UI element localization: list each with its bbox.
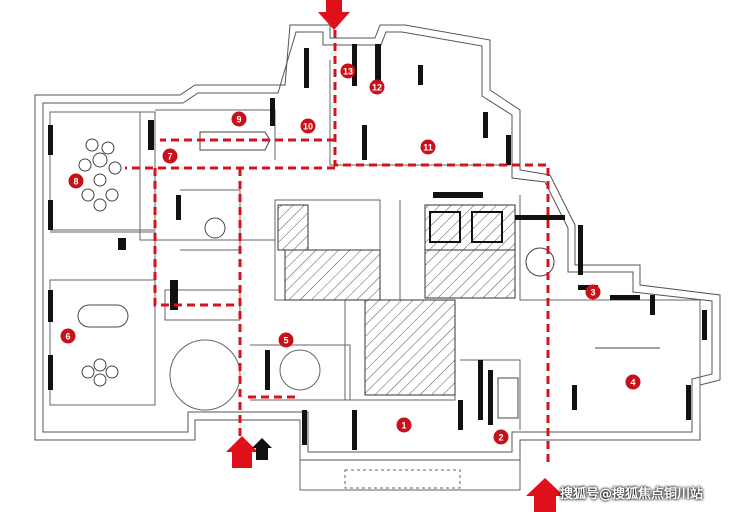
entry-arrows	[226, 0, 564, 512]
svg-text:3: 3	[590, 288, 595, 298]
marker-6: 6	[60, 328, 76, 344]
wall-segments	[48, 44, 707, 450]
marker-5: 5	[278, 332, 294, 348]
markers: 1 2 3 4 5 6 7 8 9 10 11 12 13	[60, 63, 641, 445]
marker-11: 11	[420, 139, 436, 155]
entry-arrow-icon	[226, 436, 258, 468]
marker-9: 9	[231, 111, 247, 127]
svg-text:7: 7	[167, 152, 172, 162]
svg-text:9: 9	[236, 115, 241, 125]
marker-1: 1	[396, 417, 412, 433]
entry-arrow-icon	[526, 478, 564, 512]
watermark: 搜狐号@搜狐焦点铜川站	[560, 487, 704, 502]
marker-12: 12	[369, 79, 385, 95]
route-lines	[125, 30, 550, 465]
svg-text:11: 11	[423, 143, 433, 153]
outer-wall	[34, 24, 721, 461]
svg-text:12: 12	[372, 83, 382, 93]
svg-text:6: 6	[65, 332, 70, 342]
svg-text:1: 1	[401, 421, 406, 431]
svg-text:4: 4	[630, 378, 635, 388]
svg-text:13: 13	[343, 67, 353, 77]
marker-7: 7	[162, 148, 178, 164]
svg-text:2: 2	[498, 433, 503, 443]
marker-4: 4	[625, 374, 641, 390]
entry-arrow-icon	[318, 0, 350, 30]
marker-10: 10	[300, 118, 316, 134]
marker-13: 13	[340, 63, 356, 79]
furniture	[77, 131, 660, 419]
marker-3: 3	[585, 284, 601, 300]
entry-arrow-icon	[252, 438, 272, 460]
hatched-core	[277, 204, 516, 396]
svg-text:5: 5	[283, 336, 288, 346]
svg-text:8: 8	[73, 177, 78, 187]
svg-text:10: 10	[303, 122, 313, 132]
marker-8: 8	[68, 173, 84, 189]
marker-2: 2	[493, 429, 509, 445]
